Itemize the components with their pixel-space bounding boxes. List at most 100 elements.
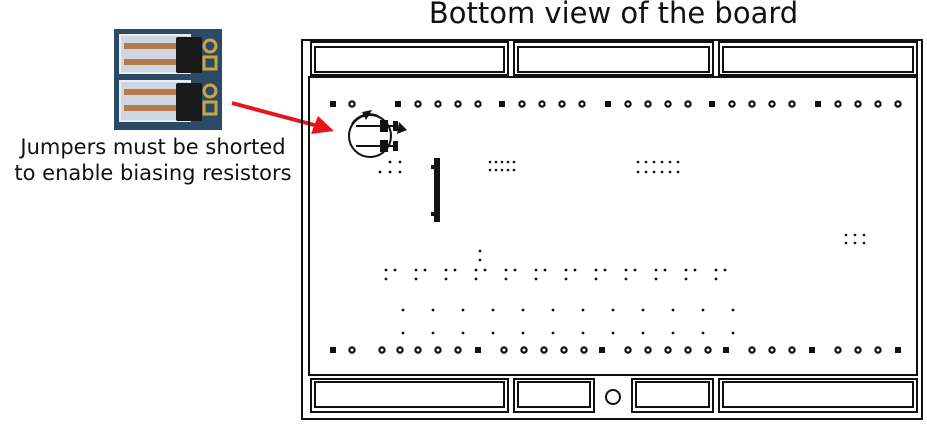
pin-dot xyxy=(611,331,615,335)
pin-dot xyxy=(853,233,857,237)
pin-square xyxy=(809,347,815,353)
pin-ring xyxy=(434,346,442,354)
pin-ring xyxy=(854,100,862,108)
pin-holes xyxy=(330,100,902,354)
jumper-cap-top xyxy=(176,37,202,73)
pin-square xyxy=(605,101,611,107)
bottom-connectors xyxy=(310,378,918,413)
pin-dot xyxy=(506,168,510,172)
pin-ring xyxy=(500,346,508,354)
pin-dot xyxy=(506,160,510,164)
pin-square xyxy=(499,101,505,107)
jumper-cap-bottom xyxy=(176,83,202,121)
pin-dot xyxy=(660,170,664,174)
pin-dot xyxy=(641,308,645,312)
pin-dot xyxy=(723,268,727,272)
pin-dot xyxy=(478,249,482,253)
pin-dot xyxy=(663,268,667,272)
pin-dot xyxy=(543,268,547,272)
pin-dot xyxy=(491,308,495,312)
pin-dot xyxy=(671,308,675,312)
pin-dot xyxy=(714,268,718,272)
pin-ring xyxy=(768,346,776,354)
pin-dot xyxy=(401,331,405,335)
pin-dot xyxy=(488,160,492,164)
pin-dot xyxy=(668,160,672,164)
pin-ring xyxy=(874,346,882,354)
pin-dot xyxy=(652,170,656,174)
pin-ring xyxy=(348,100,356,108)
pin-dot xyxy=(551,331,555,335)
pin-ring xyxy=(560,346,568,354)
pin-dot xyxy=(483,268,487,272)
jumper-icon xyxy=(380,120,388,132)
pin-dot xyxy=(393,268,397,272)
pin-dot xyxy=(378,170,382,174)
pin-dot xyxy=(384,268,388,272)
pin-dot xyxy=(500,160,504,164)
pin-dot xyxy=(611,308,615,312)
pin-dot xyxy=(401,308,405,312)
jumper-location-callout xyxy=(348,110,407,158)
pin-dot xyxy=(701,331,705,335)
pin-square xyxy=(330,347,336,353)
pin-square xyxy=(709,101,715,107)
pin-ring xyxy=(414,346,422,354)
pin-dot xyxy=(398,170,402,174)
pin-dot xyxy=(564,268,568,272)
pin-ring xyxy=(396,346,404,354)
pin-ring xyxy=(434,100,442,108)
pin-dot xyxy=(654,268,658,272)
pin-ring xyxy=(728,100,736,108)
pin-dot xyxy=(714,277,718,281)
pin-ring xyxy=(664,346,672,354)
pin-dot xyxy=(636,160,640,164)
pin-square xyxy=(475,347,481,353)
pin-dot xyxy=(478,258,482,262)
pin-ring xyxy=(580,346,588,354)
pin-dot xyxy=(444,268,448,272)
pin-dot xyxy=(534,268,538,272)
pin-dot xyxy=(684,277,688,281)
pin-ring xyxy=(540,346,548,354)
pin-dot xyxy=(431,308,435,312)
pin-dot xyxy=(521,331,525,335)
pin-ring xyxy=(454,346,462,354)
pin-dot xyxy=(654,277,658,281)
pin-ring xyxy=(454,100,462,108)
pin-dot xyxy=(671,331,675,335)
pin-dot xyxy=(551,308,555,312)
pin-dot xyxy=(731,331,735,335)
pin-dot xyxy=(423,268,427,272)
jumper-caption: Jumpers must be shorted to enable biasin… xyxy=(0,134,306,186)
pin-square xyxy=(330,101,336,107)
pin-square xyxy=(895,347,901,353)
pin-dot xyxy=(862,241,866,245)
pin-ring xyxy=(788,346,796,354)
pin-dot xyxy=(512,160,516,164)
pin-dot xyxy=(581,331,585,335)
pin-dot xyxy=(573,268,577,272)
jumper-photo xyxy=(114,29,222,130)
pin-dot xyxy=(644,160,648,164)
pin-dot xyxy=(494,160,498,164)
pin-dot xyxy=(500,168,504,172)
pin-ring xyxy=(788,100,796,108)
pin-dot xyxy=(676,170,680,174)
pin-dot xyxy=(398,160,402,164)
pin-dot xyxy=(388,170,392,174)
pin-ring xyxy=(854,346,862,354)
pin-ring xyxy=(624,100,632,108)
pin-square xyxy=(395,101,401,107)
pin-dot xyxy=(474,268,478,272)
pin-ring xyxy=(348,346,356,354)
pin-dot xyxy=(504,268,508,272)
pin-dot xyxy=(644,170,648,174)
pin-ring xyxy=(578,100,586,108)
pin-ring xyxy=(748,100,756,108)
pin-dot xyxy=(414,268,418,272)
pin-dot xyxy=(660,160,664,164)
pin-dot xyxy=(474,277,478,281)
pin-dot xyxy=(624,277,628,281)
